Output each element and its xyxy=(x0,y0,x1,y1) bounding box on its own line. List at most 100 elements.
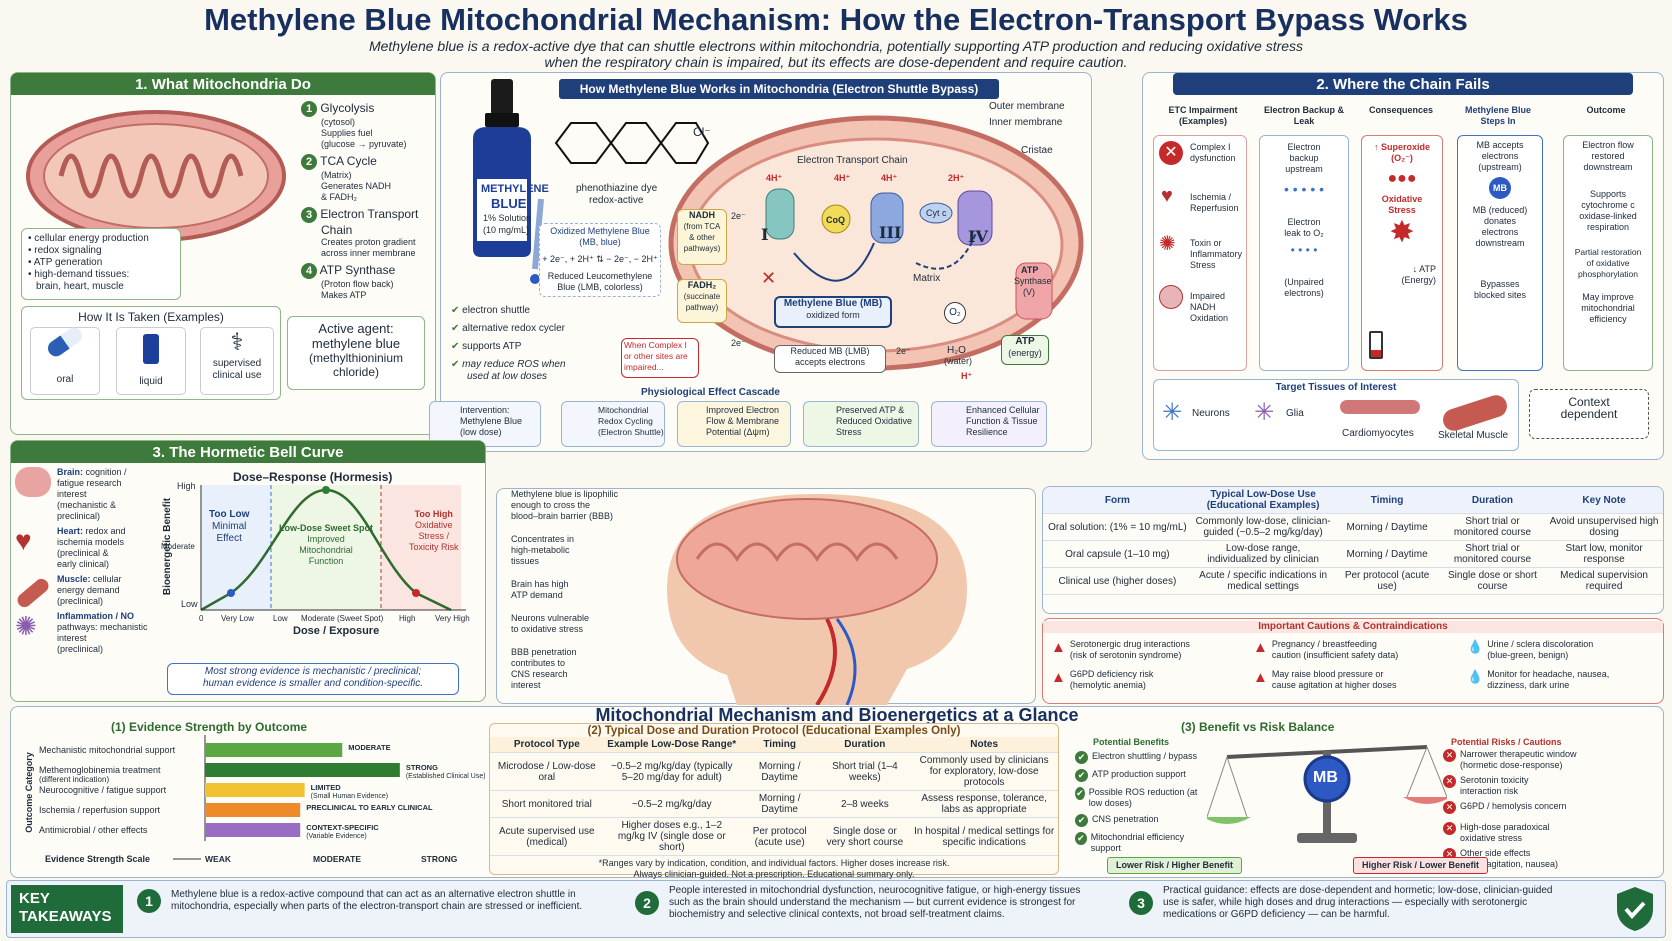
proton-4h-3: 4H⁺ xyxy=(881,173,898,183)
cascade-line: Methylene Blue xyxy=(460,416,523,426)
cascade-line: Stress xyxy=(836,427,862,437)
step-name: TCA Cycle xyxy=(320,154,377,168)
atp-energy-box: ATP (energy) xyxy=(1001,335,1049,365)
sweet-line: Improved xyxy=(307,534,345,544)
evidence-bar-label: PRECLINICAL TO EARLY CLINICAL xyxy=(306,803,433,812)
xtick-low: Low xyxy=(273,614,288,623)
cautions-title: Important Cautions & Contraindications xyxy=(1043,621,1663,633)
form-table: Form Typical Low-Dose Use (Educational E… xyxy=(1043,487,1663,595)
evidence-category-label: Neurocognitive / fatigue support xyxy=(39,785,167,795)
cytc-label: Cyt c xyxy=(926,208,947,218)
glia-icon: ✳ xyxy=(1254,399,1275,426)
warning-icon: ▲ xyxy=(1253,669,1268,686)
fail-line: or other sites are xyxy=(624,351,688,361)
mb-line: MB accepts xyxy=(1476,140,1524,150)
agent-line: Active agent: xyxy=(318,321,394,336)
step-line: Creates proton gradient xyxy=(321,237,416,247)
cautions-panel: Important Cautions & Contraindications ▲… xyxy=(1042,618,1664,704)
x-icon: ✕ xyxy=(1159,141,1183,165)
outcome-line: phosphorylation xyxy=(1577,269,1638,279)
table-row: Oral capsule (1–10 mg) Low-dose range, i… xyxy=(1043,540,1663,568)
hormesis-curve-chart xyxy=(200,485,466,612)
table-cell: Oral capsule (1–10 mg) xyxy=(1043,540,1192,568)
ox-line: (MB, blue) xyxy=(579,237,621,247)
evidence-bar-sublabel: (Variable Evidence) xyxy=(306,833,367,840)
step-line: Generates NADH xyxy=(321,181,392,191)
liquid-card: liquid xyxy=(116,327,186,395)
taken-label: liquid xyxy=(139,376,163,387)
backup-line: (Unpaired xyxy=(1284,277,1324,287)
burst-icon: ✸ xyxy=(1389,216,1415,249)
electron-2e-left: 2e⁻ xyxy=(731,338,746,348)
table-header: Timing xyxy=(739,737,820,753)
atp-line: (energy) xyxy=(1008,348,1042,358)
risks-list: ✕Narrower therapeutic window(hormetic do… xyxy=(1443,749,1653,870)
conseq-line: Stress xyxy=(1388,205,1416,215)
cascade-line: Intervention: xyxy=(460,405,510,415)
evidence-bar xyxy=(205,783,305,797)
check-item: ✔ supports ATP xyxy=(451,341,522,352)
brain-head-illustration xyxy=(667,494,967,705)
check-icon: ✔ xyxy=(1075,814,1088,827)
step-line: (Matrix) xyxy=(321,170,352,180)
cascade-step-5: Enhanced Cellular Function & Tissue Resi… xyxy=(931,401,1047,447)
agent-line: chloride) xyxy=(332,365,380,379)
outcome-line: cytochrome c xyxy=(1581,200,1635,210)
benefit-item: ✔ATP production support xyxy=(1075,769,1205,782)
dropper-bottle-icon xyxy=(143,334,159,364)
benefit-item: ✔Electron shuttling / bypass xyxy=(1075,751,1205,764)
lmb-box-line: Reduced MB (LMB) xyxy=(790,346,870,356)
table-header: Protocol Type xyxy=(490,737,604,753)
evidence-scale-label: Evidence Strength Scale xyxy=(45,854,150,864)
takeaway-number: 2 xyxy=(635,891,659,915)
bottle-label-2: BLUE xyxy=(491,196,527,211)
step-line: Makes ATP xyxy=(321,290,367,300)
mb-box-line: oxidized form xyxy=(806,310,860,320)
evidence-bar-sublabel: (Small Human Evidence) xyxy=(311,793,388,800)
xtick-0: 0 xyxy=(199,614,204,623)
conseq-line: Oxidative xyxy=(1381,194,1423,204)
step-line: (glucose → pyruvate) xyxy=(321,139,407,149)
too-low-label: Too Low Minimal Effect xyxy=(209,509,249,545)
context-line: Context xyxy=(1568,395,1610,409)
takeaway-3: 3 Practical guidance: effects are dose-d… xyxy=(1129,885,1553,921)
risks-title: Potential Risks / Cautions xyxy=(1451,737,1562,747)
check-icon: ✔ xyxy=(1075,769,1088,782)
takeaway-number: 1 xyxy=(137,889,161,913)
etc-label: Electron Transport Chain xyxy=(797,155,908,166)
takeaways-word: KEY xyxy=(19,890,50,907)
table-cell: Short trial or monitored course xyxy=(1439,513,1546,541)
table-header-row: Form Typical Low-Dose Use (Educational E… xyxy=(1043,487,1663,514)
cardiomyocyte-icon xyxy=(1340,400,1420,414)
bottle-label-1: METHYLENE xyxy=(481,183,549,195)
impairment-item: Ischemia /Reperfusion xyxy=(1190,192,1239,213)
outer-membrane-label: Outer membrane xyxy=(989,101,1065,112)
context-line: dependent xyxy=(1560,407,1618,421)
step-etc: 3 Electron Transport Chain Creates proto… xyxy=(301,207,436,259)
conseq-line: (Energy) xyxy=(1401,275,1436,285)
table-row: Acute supervised use (medical) Higher do… xyxy=(490,817,1058,856)
function-bullets: • cellular energy production • redox sig… xyxy=(21,228,181,300)
h2o-label-1: H₂O xyxy=(947,345,966,356)
xtick-very-low: Very Low xyxy=(221,614,254,623)
cascade-line: Reduced Oxidative xyxy=(836,416,913,426)
table-cell: Microdose / Low-dose oral xyxy=(490,752,604,791)
table-cell: Single dose or very short course xyxy=(819,817,911,856)
lmb-box: Reduced MB (LMB) accepts electrons xyxy=(774,345,886,373)
evidence-bar-sublabel: (Established Clinical Use) xyxy=(406,773,485,780)
table-cell: Low-dose range, individualized by clinic… xyxy=(1191,540,1335,568)
cascade-step-4: Preserved ATP & Reduced Oxidative Stress xyxy=(803,401,919,447)
consequences-column: ↑ Superoxide (O₂⁻) ●●● Oxidative Stress … xyxy=(1361,135,1443,371)
cascade-line: Redox Cycling xyxy=(598,416,653,426)
coq-label: CoQ xyxy=(826,215,845,225)
outcome-line: respiration xyxy=(1586,222,1630,232)
cascade-line: Mitochondrial xyxy=(598,405,649,415)
evidence-category-label: Methemoglobinemia treatment xyxy=(39,765,161,775)
xtick-high: High xyxy=(399,614,416,623)
capsule-card: oral xyxy=(30,324,100,395)
table-row: Oral solution: (1% = 10 mg/mL) Commonly … xyxy=(1043,513,1663,541)
